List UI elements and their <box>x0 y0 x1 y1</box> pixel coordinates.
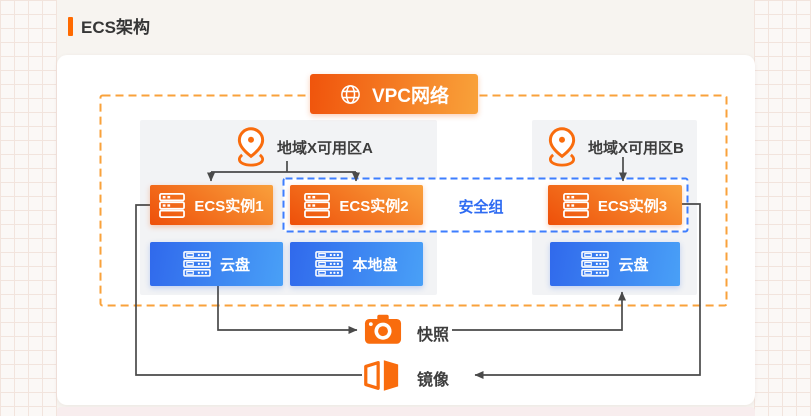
disk-stack-icon <box>581 251 610 277</box>
cloud-disk-a-label: 云盘 <box>219 256 250 274</box>
cloud-disk-a-node: 云盘 <box>150 242 283 286</box>
zone-a-location-pin-icon <box>237 127 265 167</box>
page-title: ECS架构 <box>81 18 150 37</box>
zone-b-location-pin-icon <box>548 127 576 167</box>
disk-stack-icon <box>315 251 344 277</box>
globe-icon <box>341 84 360 104</box>
snapshot-label: 快照 <box>417 327 450 344</box>
image-label: 镜像 <box>417 372 450 389</box>
ecs-instance-3-label: ECS实例3 <box>597 197 668 215</box>
ecs-instance-2-label: ECS实例2 <box>339 197 409 215</box>
disk-stack-icon <box>183 251 211 277</box>
cloud-disk-b-label: 云盘 <box>618 256 649 274</box>
zone-a-label: 地域X可用区A <box>277 140 373 157</box>
ecs-instance-2-node: ECS实例2 <box>290 185 423 225</box>
image-gate-icon <box>364 360 399 391</box>
ecs-instance-1-label: ECS实例1 <box>194 197 264 215</box>
vpc-network-node: VPC网络 <box>310 74 478 114</box>
background-grid-right <box>754 0 811 416</box>
title-accent-bar <box>68 17 73 36</box>
server-icon <box>159 192 186 218</box>
server-icon <box>562 192 589 218</box>
server-icon <box>304 192 331 218</box>
next-card-edge <box>57 407 755 416</box>
snapshot-camera-icon <box>364 314 402 344</box>
local-disk-node: 本地盘 <box>290 242 423 286</box>
ecs-instance-3-node: ECS实例3 <box>548 185 682 225</box>
local-disk-label: 本地盘 <box>352 256 398 274</box>
vpc-network-label: VPC网络 <box>371 85 450 107</box>
zone-b-label: 地域X可用区B <box>588 140 684 157</box>
cloud-disk-b-node: 云盘 <box>550 242 680 286</box>
security-group-label: 安全组 <box>458 199 504 216</box>
ecs-instance-1-node: ECS实例1 <box>150 185 273 225</box>
background-grid-left <box>0 0 57 416</box>
